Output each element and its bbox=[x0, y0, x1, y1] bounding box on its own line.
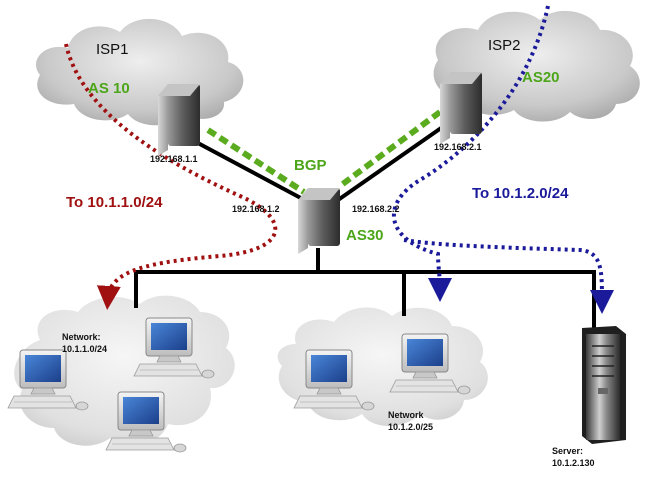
isp2-cloud bbox=[433, 10, 640, 122]
wired-links bbox=[134, 124, 596, 336]
bgp-sessions bbox=[206, 109, 442, 195]
server-label-line1: Server: bbox=[552, 446, 583, 456]
router-core-icon bbox=[298, 188, 340, 254]
route-right-path-lower bbox=[403, 238, 614, 314]
bgp-session-right bbox=[338, 109, 442, 189]
router-isp2-ip: 192.168.2.1 bbox=[434, 142, 482, 152]
network-left-label-line2: 10.1.1.0/24 bbox=[62, 344, 107, 354]
isp2-label: ISP2 bbox=[488, 37, 521, 54]
router-isp1-ip: 192.168.1.1 bbox=[150, 154, 198, 164]
route-left-path bbox=[64, 43, 278, 310]
network-middle-label-line2: 10.1.2.0/25 bbox=[388, 422, 433, 432]
network-left-label-line1: Network: bbox=[62, 332, 101, 342]
bgp-session-left bbox=[206, 127, 306, 195]
isp1-cloud bbox=[36, 18, 244, 126]
isp1-label: ISP1 bbox=[96, 41, 129, 58]
link-router2-to-core bbox=[336, 124, 446, 202]
route-right-path-upper bbox=[391, 5, 550, 302]
isp1-as-label: AS 10 bbox=[88, 80, 130, 97]
link-router1-to-core bbox=[195, 140, 313, 206]
route-left-label: To 10.1.1.0/24 bbox=[66, 194, 163, 211]
isp2-as-label: AS20 bbox=[522, 69, 560, 86]
core-as-label: AS30 bbox=[346, 227, 384, 244]
router-isp1-icon bbox=[158, 84, 200, 156]
router-isp2-icon bbox=[440, 72, 482, 144]
network-middle-label-line1: Network bbox=[388, 410, 425, 420]
core-left-ip: 192.168.1.2 bbox=[232, 204, 280, 214]
core-right-ip: 192.168.2.2 bbox=[352, 204, 400, 214]
route-right-label: To 10.1.2.0/24 bbox=[472, 185, 569, 202]
bgp-label: BGP bbox=[294, 157, 327, 174]
server-label-line2: 10.1.2.130 bbox=[552, 458, 595, 468]
server-rack-icon bbox=[582, 326, 626, 444]
